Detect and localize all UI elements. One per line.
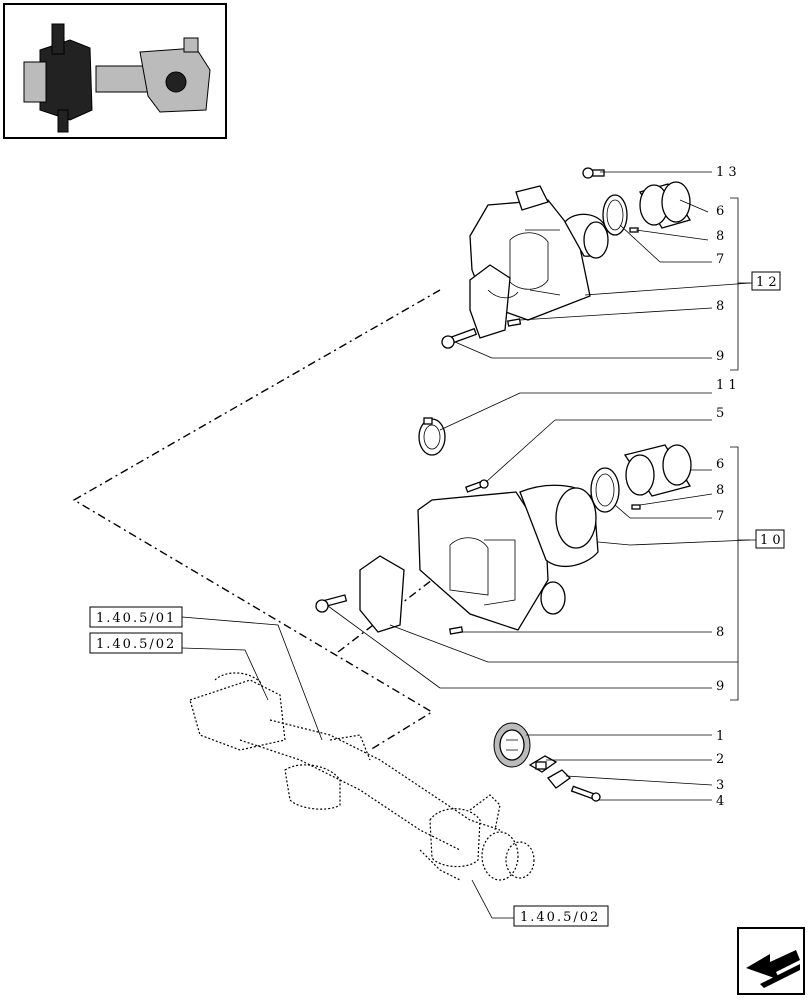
circlip-11-icon	[418, 417, 446, 456]
callout-2: 2	[716, 752, 724, 767]
bushing-6-top-icon	[638, 181, 692, 229]
callout-11: 1 1	[716, 378, 737, 393]
plate-3-icon	[547, 769, 572, 789]
screw-4-icon	[570, 785, 601, 802]
callout-10: 1 0	[760, 533, 781, 548]
bolt-13-icon	[582, 167, 605, 179]
callout-6-top: 6	[716, 204, 724, 219]
bushing-6-middle-icon	[623, 444, 692, 497]
callout-8-middle-b: 8	[716, 625, 724, 640]
reference-label-2: 1.40.5/02	[96, 637, 176, 652]
callout-13: 1 3	[716, 165, 737, 180]
ring-7-middle-icon	[590, 467, 620, 513]
callout-12-box	[751, 271, 781, 291]
clip-2-icon	[528, 755, 558, 773]
callout-9-middle: 9	[716, 679, 724, 694]
bolt-9-top-icon	[441, 327, 478, 349]
callout-8-top: 8	[716, 229, 724, 244]
previous-page-arrow-icon[interactable]	[737, 927, 805, 995]
axle-overview-thumbnail-icon[interactable]	[3, 3, 227, 139]
callout-5: 5	[716, 406, 724, 421]
callout-12: 1 2	[756, 275, 777, 290]
callout-10-box	[755, 529, 785, 549]
front-axle-assembly-icon	[189, 672, 535, 881]
callout-6-middle: 6	[716, 457, 724, 472]
callout-8-top-b: 8	[716, 299, 724, 314]
reference-label-3: 1.40.5/02	[520, 910, 600, 925]
callout-8-middle: 8	[716, 483, 724, 498]
reference-label-1: 1.40.5/01	[96, 611, 176, 626]
leader-lines	[181, 171, 756, 919]
reference-link-3[interactable]: 1.40.5/02	[513, 905, 609, 927]
callout-7-top: 7	[716, 252, 724, 267]
callout-7-middle: 7	[716, 509, 724, 524]
gear-ring-1-icon	[493, 722, 531, 768]
callout-9-top: 9	[716, 349, 724, 364]
callout-4: 4	[716, 794, 724, 809]
reference-link-2[interactable]: 1.40.5/02	[89, 632, 183, 654]
callout-1: 1	[716, 729, 724, 744]
bolt-9-middle-icon	[315, 594, 348, 613]
callout-3: 3	[716, 778, 724, 793]
reference-link-1[interactable]: 1.40.5/01	[89, 606, 183, 628]
